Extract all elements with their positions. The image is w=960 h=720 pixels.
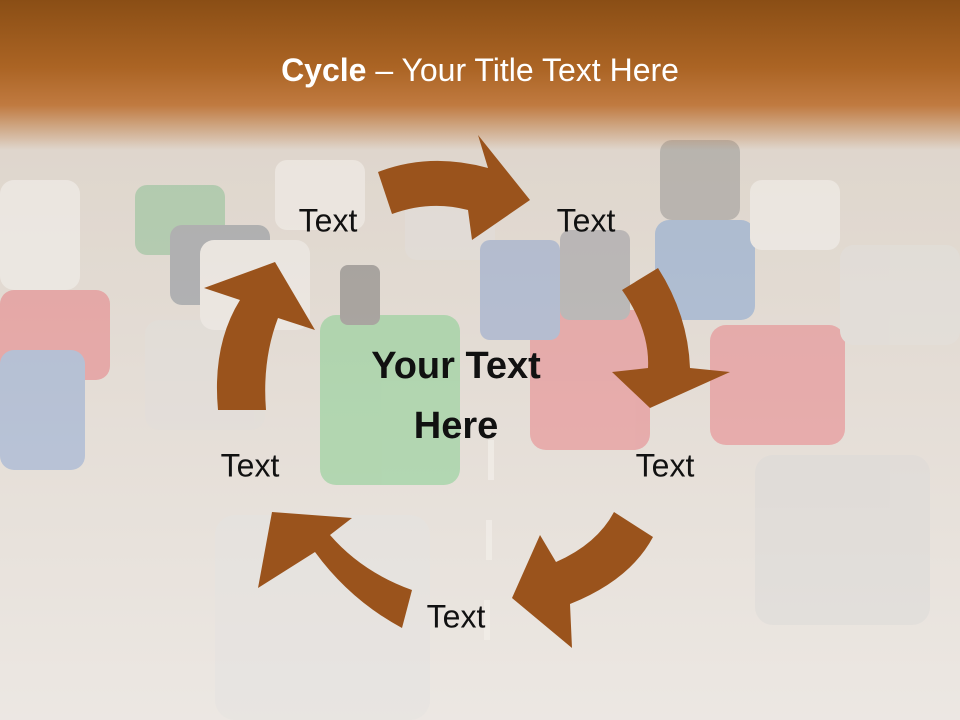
center-text: Your Text Here [326,336,586,456]
cycle-node-top-right: Text [556,202,616,239]
cycle-node-top-left: Text [298,202,358,239]
title-rest-part: – Your Title Text Here [366,52,679,88]
cycle-arrow-bottom-right [512,512,653,648]
cycle-arrow-top [378,135,530,240]
slide-title: Cycle – Your Title Text Here [0,52,960,89]
title-band [0,0,960,150]
cycle-arrow-bottom-left [258,512,412,628]
title-bold-part: Cycle [281,52,367,88]
cycle-arrow-right [612,268,730,408]
center-text-line2: Here [413,405,499,447]
center-text-line1: Your Text [371,345,541,387]
cycle-node-bottom: Text [426,598,486,635]
cycle-arrow-left [204,262,315,410]
cycle-node-left: Text [220,447,280,484]
cycle-node-right: Text [635,447,695,484]
